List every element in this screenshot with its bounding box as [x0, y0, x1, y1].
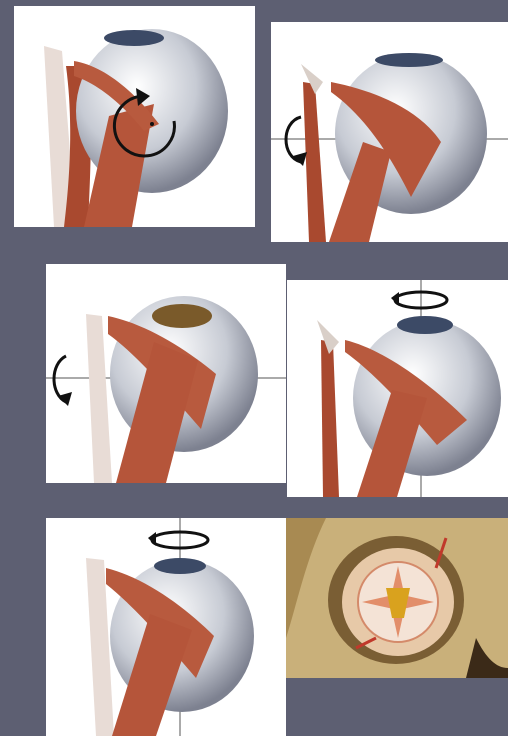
eye-panel-superior-rectus	[46, 264, 286, 483]
eye-illustration	[271, 22, 508, 242]
muscle-left	[321, 340, 339, 497]
axis-dot	[150, 122, 154, 126]
eye-panel-horizontal-axis	[271, 22, 508, 242]
eye-panel-intorsion	[14, 6, 255, 227]
cornea	[375, 53, 443, 67]
cornea	[104, 30, 164, 46]
trochlea	[317, 320, 339, 354]
skull-illustration	[286, 518, 508, 678]
eye-illustration	[287, 280, 508, 497]
eye-panel-vertical-rectus	[46, 518, 286, 736]
cornea	[152, 304, 212, 328]
eye-illustration	[14, 6, 255, 227]
muscle-sheath	[86, 314, 112, 483]
cornea	[154, 558, 206, 574]
skull-orbit-panel	[286, 518, 508, 678]
eye-illustration	[46, 518, 286, 736]
muscle-left	[303, 82, 326, 242]
eye-illustration	[46, 264, 286, 483]
arrow-head-icon	[148, 532, 156, 546]
eye-panel-vertical-axis	[287, 280, 508, 497]
arrow-head-icon	[391, 292, 399, 306]
cornea	[397, 316, 453, 334]
